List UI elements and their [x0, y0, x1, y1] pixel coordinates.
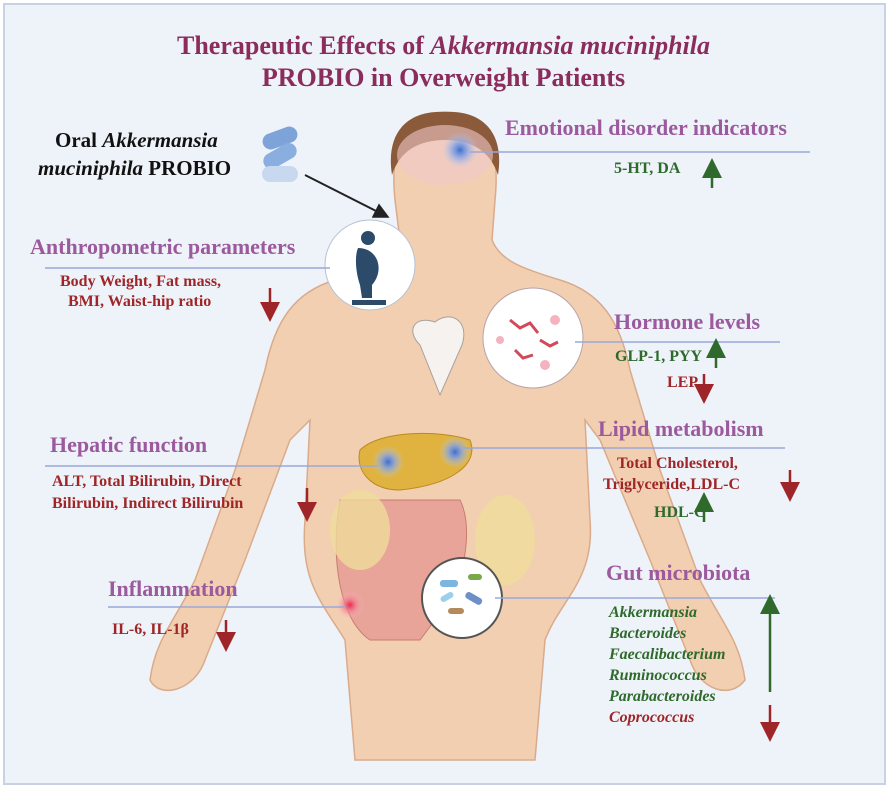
emotional-items: 5-HT, DA	[614, 160, 681, 177]
lipid-heading: Lipid metabolism	[598, 416, 764, 441]
hepatic-line-2: Bilirubin, Indirect Bilirubin	[52, 495, 244, 512]
gut-heading: Gut microbiota	[606, 560, 751, 585]
microbe-item: Ruminococcus	[609, 667, 707, 684]
hormone-up-items: GLP-1, PYY	[615, 348, 703, 365]
hepatic-heading: Hepatic function	[50, 432, 208, 457]
lipid-line-1: Total Cholesterol,	[617, 455, 738, 472]
scale-person-circle-icon	[324, 219, 416, 311]
microbe-item: Parabacteroides	[609, 688, 716, 705]
connector-lines	[45, 151, 810, 608]
lipid-line-2: Triglyceride,LDL-C	[603, 476, 741, 493]
heart-icon	[412, 316, 465, 397]
oral-label-line-2: muciniphila PROBIO	[38, 156, 232, 180]
brain-glow-icon	[442, 132, 478, 168]
microbe-item: Faecalibacterium	[609, 646, 726, 663]
lipid-up-items: HDL-C	[654, 504, 706, 521]
anthropometric-line-1: Body Weight, Fat mass,	[60, 273, 222, 290]
microbe-item: Akkermansia	[609, 604, 698, 621]
microbe-item: Bacteroides	[609, 625, 687, 642]
hormone-down-items: LEP	[667, 374, 699, 391]
inflammation-glow-icon	[336, 591, 364, 619]
hepatic-line-1: ALT, Total Bilirubin, Direct	[52, 473, 242, 490]
inflammation-heading: Inflammation	[108, 576, 238, 601]
emotional-heading: Emotional disorder indicators	[505, 115, 787, 140]
hair	[390, 111, 500, 175]
title-line-1: Therapeutic Effects of Akkermansia mucin…	[176, 31, 710, 60]
intake-arrow	[304, 174, 390, 218]
fat-tissue-icon	[330, 490, 390, 570]
inflammation-items: IL-6, IL-1β	[112, 621, 189, 638]
anthropometric-line-2: BMI, Waist-hip ratio	[68, 293, 212, 310]
oral-label-line-1: Oral Akkermansia	[55, 128, 218, 152]
capsule-icon	[262, 126, 298, 182]
microbiota-circle-icon	[421, 557, 503, 639]
anthropometric-heading: Anthropometric parameters	[30, 234, 296, 259]
microbe-item: Coprococcus	[609, 709, 695, 726]
title-line-2: PROBIO in Overweight Patients	[261, 63, 626, 92]
hormone-heading: Hormone levels	[614, 309, 761, 334]
hormone-circle-icon	[482, 287, 584, 389]
gut-increased-list: Akkermansia Bacteroides Faecalibacterium…	[609, 602, 725, 728]
